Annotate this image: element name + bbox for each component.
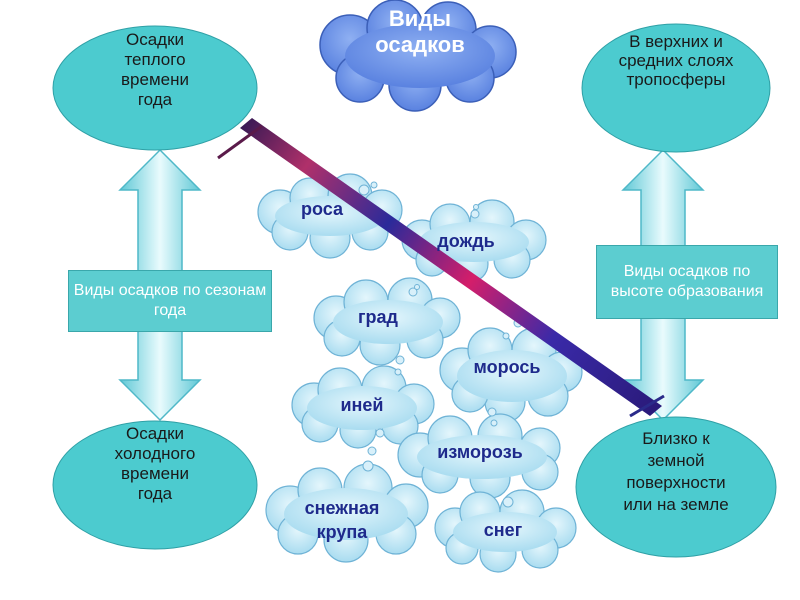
cloud-krupa-label: снежная крупа (294, 496, 390, 544)
cloud-sneg-label: снег (474, 519, 532, 541)
height-box-label: Виды осадков по высоте образования (597, 262, 777, 302)
diagram-title: Виды осадков (362, 6, 478, 58)
height-box: Виды осадков по высоте образования (596, 245, 778, 319)
oval-warm-season-label: Осадки теплого времени года (106, 30, 204, 110)
cloud-moros-label: морось (466, 356, 548, 378)
cloud-dozhd-label: дождь (426, 230, 506, 252)
season-box: Виды осадков по сезонам года (68, 270, 272, 332)
season-box-label: Виды осадков по сезонам года (69, 281, 271, 321)
oval-near-surface-label: Близко к земной поверхности или на земле (614, 428, 738, 516)
cloud-izmoroz-label: изморозь (428, 441, 532, 463)
cloud-rosa-label: роса (290, 198, 354, 220)
cloud-grad-label: град (348, 306, 408, 328)
oval-cold-season-label: Осадки холодного времени года (104, 424, 206, 504)
cloud-iney-label: иней (330, 394, 394, 416)
oval-upper-layers-label: В верхних и средних слоях тропосферы (608, 32, 744, 89)
